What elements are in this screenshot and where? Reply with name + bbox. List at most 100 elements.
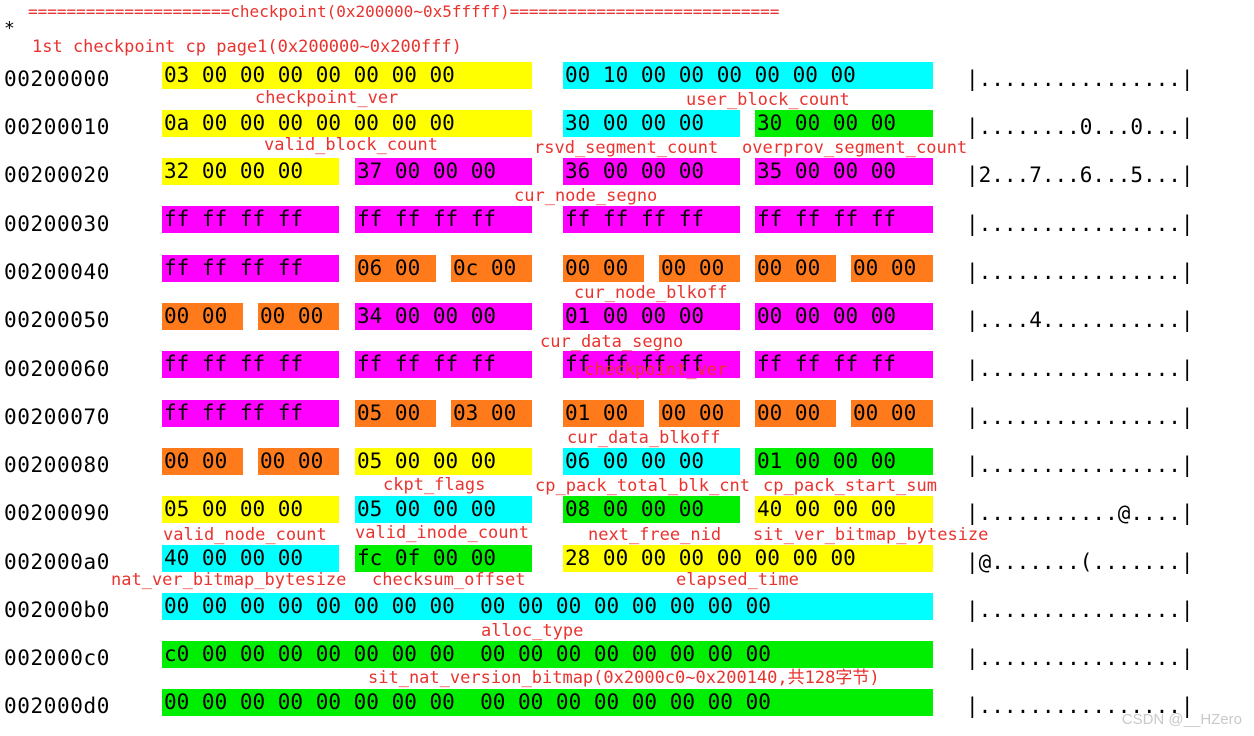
row-address: 00200010 (4, 115, 110, 139)
checkpoint-range-header: =====================checkpoint(0x200000… (28, 2, 780, 21)
hex-field-block: 40 00 00 00 (162, 545, 339, 572)
hex-field-block: 03 00 (451, 400, 532, 427)
hex-field-block: ff ff ff ff (755, 351, 933, 378)
row-address: 00200090 (4, 501, 110, 525)
hex-field-block: 00 00 00 00 (755, 303, 933, 330)
row-address: 00200040 (4, 260, 110, 284)
hex-field-block: 00 10 00 00 00 00 00 00 (563, 62, 933, 89)
hex-field-block: 00 00 (755, 400, 836, 427)
row-ascii: |................| (966, 646, 1194, 670)
field-label: checksum_offset (372, 570, 526, 590)
hex-field-block: 00 00 (258, 303, 339, 330)
hex-field-block: 00 00 (851, 255, 933, 282)
hex-field-block: 03 00 00 00 00 00 00 00 (162, 62, 532, 89)
field-label: valid_node_count (163, 525, 327, 545)
field-label: cur_node_segno (514, 186, 658, 206)
hex-field-block: 00 00 (563, 255, 644, 282)
row-ascii: |................| (966, 260, 1194, 284)
row-address: 00200030 (4, 212, 110, 236)
hex-field-block: 40 00 00 00 (755, 496, 933, 523)
hex-field-block: ff ff ff ff (563, 351, 740, 378)
field-label: elapsed_time (676, 570, 799, 590)
row-address: 00200020 (4, 163, 110, 187)
row-address: 002000a0 (4, 550, 110, 574)
field-label: ckpt_flags (383, 475, 486, 495)
field-label: cp_pack_start_sum (763, 476, 937, 496)
row-ascii: |........0...0...| (966, 115, 1194, 139)
row-ascii: |................| (966, 212, 1194, 236)
field-label: cur_data_segno (540, 332, 684, 352)
row-ascii: |................| (966, 67, 1194, 91)
hex-field-block: 08 00 00 00 (563, 496, 740, 523)
row-ascii: |................| (966, 405, 1194, 429)
hex-field-block: 01 00 (563, 400, 644, 427)
hex-field-block: 00 00 (659, 255, 740, 282)
hex-field-block: ff ff ff ff (162, 400, 339, 427)
field-label: alloc_type (481, 621, 584, 641)
row-ascii: |................| (966, 598, 1194, 622)
star-marker: * (4, 18, 15, 39)
watermark: CSDN @__HZero (1121, 711, 1242, 728)
row-ascii: |................| (966, 357, 1194, 381)
hex-field-block: ff ff ff ff (355, 206, 532, 233)
hex-field-block: 0c 00 (451, 255, 532, 282)
field-label: checkpoint_ver (255, 88, 399, 108)
field-label: cp_pack_total_blk_cnt (535, 476, 750, 496)
row-ascii: |................| (966, 694, 1194, 718)
row-address: 00200070 (4, 405, 110, 429)
hex-field-block: 06 00 (355, 255, 436, 282)
hex-field-block: 30 00 00 00 (563, 110, 740, 137)
hex-field-block: 35 00 00 00 (755, 158, 933, 185)
field-label: cur_node_blkoff (574, 283, 728, 303)
cp-page-subtitle: 1st checkpoint cp page1(0x200000~0x200ff… (32, 37, 462, 57)
hex-field-block: 05 00 00 00 (355, 496, 532, 523)
hex-field-block: 00 00 (851, 400, 933, 427)
row-ascii: |2...7...6...5...| (966, 163, 1194, 187)
field-label: rsvd_segment_count (534, 138, 719, 158)
row-ascii: |...........@....| (966, 501, 1194, 525)
field-label: overprov_segment_count (742, 138, 968, 158)
hex-field-block: 01 00 00 00 (563, 303, 740, 330)
hex-field-block: 05 00 00 00 (162, 496, 339, 523)
field-label: checkpoint_ver (584, 360, 728, 380)
row-address: 00200080 (4, 453, 110, 477)
row-address: 00200060 (4, 357, 110, 381)
hex-field-block: 00 00 (258, 448, 339, 475)
hex-field-block: 0a 00 00 00 00 00 00 00 (162, 110, 532, 137)
hex-field-block: 05 00 00 00 (355, 448, 532, 475)
field-label: next_free_nid (588, 525, 722, 545)
hex-field-block: ff ff ff ff (162, 351, 339, 378)
row-ascii: |................| (966, 453, 1194, 477)
hex-field-block: ff ff ff ff (162, 206, 339, 233)
row-address: 00200050 (4, 308, 110, 332)
hex-field-block: 00 00 (162, 448, 243, 475)
field-label: cur_data_blkoff (567, 428, 721, 448)
hex-field-block: ff ff ff ff (162, 255, 339, 282)
hex-field-block: ff ff ff ff (755, 206, 933, 233)
hex-field-block: 01 00 00 00 (755, 448, 933, 475)
hex-field-block: 34 00 00 00 (355, 303, 532, 330)
row-address: 002000b0 (4, 598, 110, 622)
field-label: sit_ver_bitmap_bytesize (753, 525, 989, 545)
hex-field-block: 30 00 00 00 (755, 110, 933, 137)
hex-field-block: 00 00 (755, 255, 836, 282)
hex-field-block: 00 00 (659, 400, 740, 427)
hex-field-block: c0 00 00 00 00 00 00 00 00 00 00 00 00 0… (162, 641, 933, 668)
hex-field-block: 00 00 00 00 00 00 00 00 00 00 00 00 00 0… (162, 689, 933, 716)
row-address: 002000c0 (4, 646, 110, 670)
field-label: nat_ver_bitmap_bytesize (111, 570, 347, 590)
hex-field-block: 36 00 00 00 (563, 158, 740, 185)
field-label: valid_block_count (264, 135, 438, 155)
field-label: sit_nat_version_bitmap(0x2000c0~0x200140… (368, 668, 880, 688)
hex-field-block: ff ff ff ff (563, 206, 740, 233)
field-label: user_block_count (686, 90, 850, 110)
hex-field-block: 05 00 (355, 400, 436, 427)
hex-field-block: 32 00 00 00 (162, 158, 339, 185)
hex-field-block: 00 00 (162, 303, 243, 330)
row-ascii: |....4...........| (966, 308, 1194, 332)
hex-field-block: 00 00 00 00 00 00 00 00 00 00 00 00 00 0… (162, 593, 933, 620)
hex-field-block: 37 00 00 00 (355, 158, 532, 185)
hex-field-block: 06 00 00 00 (563, 448, 740, 475)
hex-field-block: ff ff ff ff (355, 351, 532, 378)
field-label: valid_inode_count (355, 523, 529, 543)
